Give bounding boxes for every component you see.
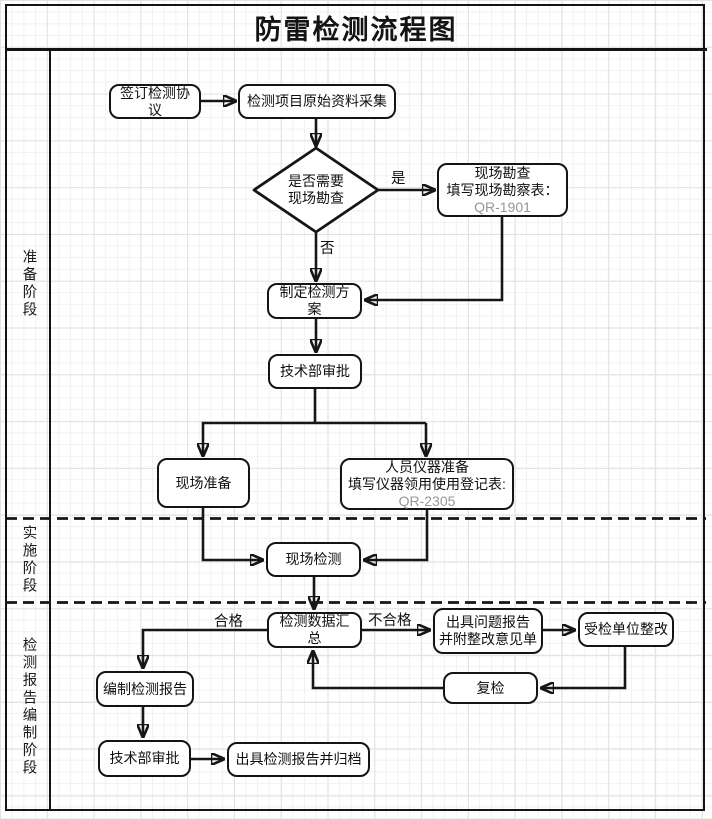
node-label: 技术部审批 [109, 750, 180, 766]
node-problem-report: 出具问题报告 并附整改意见单 [433, 608, 543, 654]
node-tech-approval-1: 技术部审批 [268, 354, 362, 389]
edge-label-no: 否 [320, 241, 335, 257]
node-compile-report: 编制检测报告 [96, 671, 194, 707]
phase-label-implementation: 实施阶段 [20, 525, 37, 595]
form-code: QR-2305 [398, 492, 456, 509]
node-staff-instrument-prep: 人员仪器准备 填写仪器领用使用登记表: QR-2305 [340, 458, 514, 510]
node-label: 技术部审批 [280, 363, 350, 379]
node-label: 编制检测报告 [103, 680, 187, 697]
sidebar-separator-line [49, 50, 51, 811]
node-label: 现场检测 [285, 551, 342, 567]
phase-label-preparation: 准备阶段 [20, 249, 37, 319]
node-label-line1: 出具问题报告 [446, 614, 530, 630]
node-label: 现场准备 [175, 474, 232, 491]
node-label-line2: 并附整改意见单 [439, 631, 537, 647]
node-site-survey: 现场勘查 填写现场勘察表： QR-1901 [437, 163, 568, 217]
node-label: 受检单位整改 [584, 621, 668, 637]
title-separator-line [5, 48, 707, 51]
node-label: 签订检测协议 [120, 84, 190, 118]
node-label-line1: 现场勘查 [474, 164, 531, 181]
node-label-line2: 填写现场勘察表： [446, 181, 559, 198]
node-label-line2: 现场勘查 [288, 190, 344, 206]
node-collect-data: 检测项目原始资料采集 [238, 84, 396, 119]
outer-border [5, 4, 705, 811]
node-label: 出具检测报告并归档 [235, 751, 362, 767]
node-label: 制定检测方案 [279, 284, 350, 317]
node-sign-agreement: 签订检测协议 [109, 84, 201, 119]
node-issue-report: 出具检测报告并归档 [227, 742, 370, 777]
form-code: QR-1901 [474, 198, 531, 215]
node-label: 检测数据汇总 [279, 613, 350, 646]
node-make-plan: 制定检测方案 [267, 283, 362, 319]
edge-label-yes: 是 [391, 171, 406, 187]
node-tech-approval-2: 技术部审批 [98, 740, 191, 777]
node-need-survey-decision: 是否需要 现场勘查 [254, 158, 378, 222]
phase-label-report-compilation: 检测报告编制阶段 [20, 636, 37, 777]
edge-label-fail: 不合格 [368, 613, 412, 629]
node-label: 检测项目原始资料采集 [247, 93, 387, 109]
node-label-line1: 人员仪器准备 [385, 458, 469, 475]
node-label: 复检 [476, 679, 505, 696]
node-recheck: 复检 [443, 672, 538, 704]
node-data-summary: 检测数据汇总 [267, 612, 362, 648]
edge-label-pass: 合格 [214, 614, 243, 630]
page-title: 防雷检测流程图 [254, 14, 458, 45]
node-site-test: 现场检测 [266, 542, 361, 577]
node-label-line1: 是否需要 [288, 173, 344, 189]
node-site-prep: 现场准备 [157, 458, 250, 508]
node-label-line2: 填写仪器领用使用登记表: [348, 475, 506, 492]
node-unit-rectify: 受检单位整改 [578, 612, 674, 647]
